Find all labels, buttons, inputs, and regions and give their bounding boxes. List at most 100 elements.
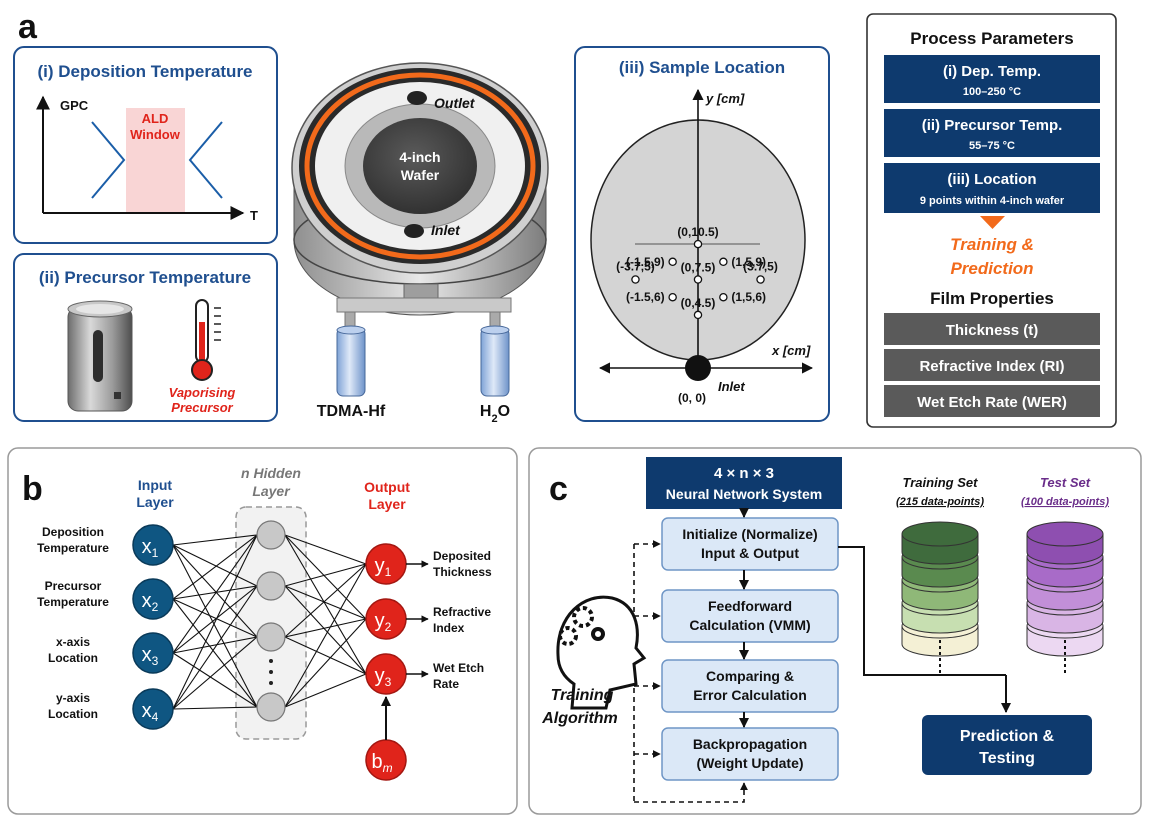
- prediction-label-1: Prediction &: [960, 728, 1055, 745]
- ellipsis-icon: [269, 659, 273, 685]
- sample-point-label: (-3.7,5): [616, 260, 655, 274]
- ald-reactor: 4-inch Wafer Outlet Inlet: [291, 62, 549, 316]
- init-to-prediction-line: [838, 546, 1006, 676]
- sample-point-marker: [693, 239, 703, 249]
- output-label: Deposited: [433, 549, 491, 563]
- sample-point-label: (1,5,9): [731, 255, 766, 269]
- wafer-y-axis-label: y [cm]: [705, 91, 745, 106]
- test-set-count: (100 data-points): [1021, 496, 1109, 508]
- tdma-hf-label: TDMA-Hf: [317, 403, 386, 420]
- neural-network-system-box: 4 × n × 3 Neural Network System: [646, 457, 842, 509]
- film-properties-title: Film Properties: [930, 289, 1054, 308]
- connection: [172, 585, 258, 654]
- precursor-temperature-box: (ii) Precursor Temperature Vaporising Pr…: [13, 253, 278, 422]
- down-triangle-icon: [980, 216, 1005, 229]
- svg-text:bm: bm: [371, 751, 392, 775]
- training-prediction-label-2: Prediction: [950, 259, 1033, 278]
- vapor-label-2: Precursor: [171, 400, 233, 415]
- input-label: Temperature: [37, 541, 109, 555]
- sample-point-marker: [631, 275, 640, 284]
- step-label: Feedforward: [708, 598, 792, 614]
- input-label: Location: [48, 651, 98, 665]
- wafer-label-2: Wafer: [401, 167, 440, 183]
- param-range: 55–75 °C: [969, 140, 1015, 152]
- param-range: 9 points within 4-inch wafer: [920, 195, 1065, 207]
- wafer-x-axis-label: x [cm]: [771, 343, 811, 358]
- sample-point-label: (0,4.5): [681, 296, 716, 310]
- hidden-layer-title-2: Layer: [252, 483, 291, 499]
- system-label-2: Neural Network System: [666, 486, 822, 502]
- hidden-node: [256, 571, 286, 601]
- output-label: Thickness: [433, 565, 492, 579]
- connection: [172, 636, 258, 654]
- disk-top: [1026, 521, 1104, 547]
- connection: [172, 652, 258, 708]
- sample-location-title: (iii) Sample Location: [619, 58, 785, 77]
- ald-window-region: [126, 108, 185, 212]
- connection: [172, 636, 258, 710]
- origin-label: (0, 0): [678, 391, 706, 405]
- input-layer-title-2: Layer: [136, 494, 174, 510]
- sample-point-label: (3.7,5): [743, 260, 778, 274]
- sample-point-marker: [693, 310, 703, 320]
- connection: [172, 534, 258, 600]
- wafer: [363, 118, 477, 214]
- gpc-curve-left: [91, 121, 126, 199]
- step-label: Backpropagation: [693, 736, 807, 752]
- origin-inlet-marker: [685, 355, 711, 381]
- output-layer-title-2: Layer: [368, 496, 406, 512]
- ald-window-label-1: ALD: [142, 111, 169, 126]
- output-label: Refractive: [433, 605, 491, 619]
- step-label: (Weight Update): [696, 755, 803, 771]
- step-label: Error Calculation: [693, 687, 807, 703]
- tdma-hf-bottle: [336, 325, 366, 397]
- prediction-label-2: Testing: [979, 750, 1035, 767]
- step-label: Comparing &: [706, 668, 794, 684]
- test-set-title: Test Set: [1040, 475, 1091, 490]
- thermometer-icon: [191, 299, 221, 381]
- connection: [284, 563, 367, 708]
- connection: [284, 636, 367, 675]
- connection: [284, 585, 367, 620]
- panel-b-letter: b: [22, 470, 43, 508]
- connection: [284, 534, 367, 620]
- param-label: (i) Dep. Temp.: [943, 63, 1041, 80]
- input-node-x1: x1: [132, 524, 174, 566]
- h2o-label: H2O: [480, 403, 510, 425]
- step-feedforward: Feedforward Calculation (VMM): [661, 589, 839, 643]
- sample-point-marker: [719, 257, 728, 267]
- param-label: (ii) Precursor Temp.: [922, 117, 1063, 134]
- output-label: Rate: [433, 677, 459, 691]
- input-label: Precursor: [45, 579, 102, 593]
- hidden-node: [256, 692, 286, 722]
- bias-node: bm: [365, 739, 407, 781]
- sample-location-box: (iii) Sample Location y [cm] x [cm] Inle…: [574, 46, 830, 422]
- connection: [172, 585, 258, 600]
- output-node-y2: y2: [365, 598, 407, 640]
- output-node-y1: y1: [365, 543, 407, 585]
- connection: [284, 618, 367, 638]
- input-node-x2: x2: [132, 578, 174, 620]
- connection: [284, 563, 367, 587]
- svg-text:y2: y2: [375, 610, 392, 634]
- h2o-bottle: [480, 325, 510, 397]
- input-node-x4: x4: [132, 688, 174, 730]
- hidden-node: [256, 622, 286, 652]
- t-axis-label: T: [250, 208, 258, 223]
- connection: [284, 618, 367, 708]
- step-comparing: Comparing & Error Calculation: [661, 659, 839, 713]
- property-refractive-index: Refractive Index (RI): [884, 349, 1100, 381]
- property-label: Refractive Index (RI): [919, 358, 1064, 375]
- connection: [172, 544, 258, 638]
- step-initialize: Initialize (Normalize) Input & Output: [661, 517, 839, 571]
- property-label: Wet Etch Rate (WER): [917, 394, 1067, 411]
- gpc-axis-label: GPC: [60, 98, 89, 113]
- panel-c-letter: c: [549, 470, 568, 508]
- svg-text:y3: y3: [375, 665, 392, 689]
- wafer-label-1: 4-inch: [399, 149, 440, 165]
- step-label: Calculation (VMM): [689, 617, 810, 633]
- panel-a-letter: a: [18, 8, 38, 46]
- svg-text:x3: x3: [142, 644, 159, 668]
- training-algorithm-label-2: Algorithm: [541, 710, 618, 727]
